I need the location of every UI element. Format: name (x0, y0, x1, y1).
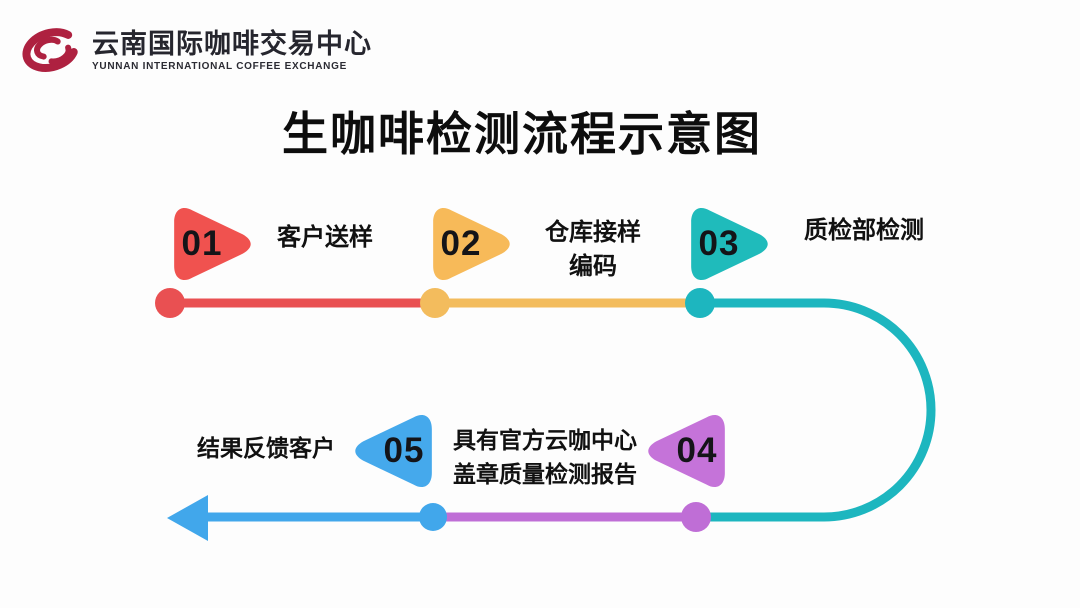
logo-text: 云南国际咖啡交易中心 YUNNAN INTERNATIONAL COFFEE E… (92, 29, 372, 72)
step-01-arrow-icon (174, 207, 251, 281)
step-03-marker: 03 (685, 197, 773, 291)
step-05-number: 05 (383, 431, 425, 470)
step-05-marker: 05 (350, 404, 438, 498)
flow-dot-step2 (420, 288, 450, 318)
step-02-marker: 02 (427, 197, 515, 291)
step-01-number: 01 (181, 224, 223, 263)
step-02-number: 02 (440, 224, 482, 263)
flow-dot-step3 (685, 288, 715, 318)
flow-segment-teal-uturn (696, 298, 936, 522)
flow-arrowhead (167, 495, 208, 541)
step-04-label: 具有官方云咖中心 盖章质量检测报告 (453, 423, 637, 491)
coffee-exchange-logo-icon (22, 28, 78, 72)
step-02-label-line1: 仓库接样 (545, 219, 641, 246)
step-03-number: 03 (698, 224, 740, 263)
step-01-marker: 01 (168, 197, 256, 291)
step-04-label-line1: 具有官方云咖中心 (453, 427, 637, 453)
step-03-arrow-icon (691, 207, 768, 281)
step-05-label: 结果反馈客户 (197, 435, 335, 461)
step-05-arrow-icon (355, 414, 432, 488)
step-02-arrow-icon (433, 207, 510, 281)
flow-dot-step4 (681, 502, 711, 532)
logo-name-chinese: 云南国际咖啡交易中心 (92, 28, 372, 59)
logo: 云南国际咖啡交易中心 YUNNAN INTERNATIONAL COFFEE E… (20, 24, 372, 76)
logo-name-english: YUNNAN INTERNATIONAL COFFEE EXCHANGE (92, 60, 348, 72)
page-title: 生咖啡检测流程示意图 (282, 108, 762, 160)
flow-dot-step5 (419, 503, 447, 531)
step-04-label-line2: 盖章质量检测报告 (453, 461, 637, 487)
step-01-label: 客户送样 (277, 224, 373, 251)
step-03-label: 质检部检测 (804, 217, 924, 244)
step-02-label-line2: 编码 (569, 253, 617, 280)
step-04-marker: 04 (643, 404, 731, 498)
step-04-number: 04 (676, 431, 718, 470)
step-02-label: 仓库接样 编码 (517, 216, 669, 284)
flow-dot-step1 (155, 288, 185, 318)
step-04-arrow-icon (648, 414, 725, 488)
